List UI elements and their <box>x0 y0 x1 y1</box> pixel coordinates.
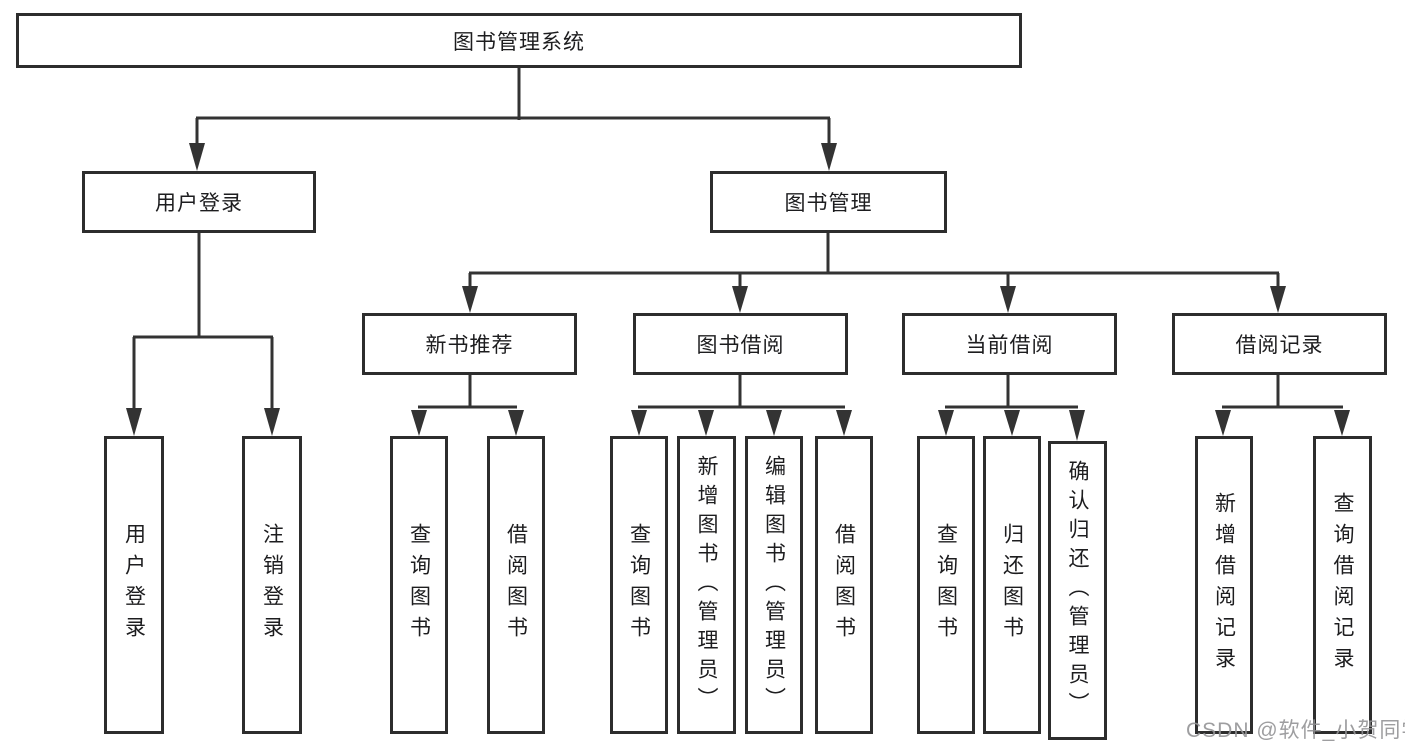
leaf-logout: 注销登录 <box>242 436 302 734</box>
node-book-management: 图书管理 <box>710 171 947 233</box>
leaf-add-books-admin-label: 新增图书（管理员） <box>695 454 718 716</box>
connector-book-borrowing-to-leaves <box>631 375 852 436</box>
leaf-borrow-books-2: 借阅图书 <box>815 436 873 734</box>
leaf-add-borrow-record-label: 新增借阅记录 <box>1212 492 1236 678</box>
leaf-edit-books-admin: 编辑图书（管理员） <box>745 436 803 734</box>
leaf-query-books-1: 查询图书 <box>390 436 448 734</box>
node-book-borrowing: 图书借阅 <box>633 313 848 375</box>
leaf-confirm-return-admin: 确认归还（管理员） <box>1048 441 1107 740</box>
node-borrowing-records: 借阅记录 <box>1172 313 1387 375</box>
leaf-borrow-books-1: 借阅图书 <box>487 436 545 734</box>
connector-borrowing-records-to-leaves <box>1215 375 1350 436</box>
leaf-user-login: 用户登录 <box>104 436 164 734</box>
leaf-logout-label: 注销登录 <box>260 523 284 647</box>
leaf-edit-books-admin-label: 编辑图书（管理员） <box>762 454 786 716</box>
connector-user-login-to-leaves <box>126 233 280 436</box>
connector-current-borrowing-to-leaves <box>938 375 1085 441</box>
leaf-return-books-label: 归还图书 <box>1000 523 1024 647</box>
leaf-query-books-2-label: 查询图书 <box>627 523 651 647</box>
node-root: 图书管理系统 <box>16 13 1022 68</box>
leaf-query-borrow-record-label: 查询借阅记录 <box>1331 492 1354 678</box>
node-user-login-label: 用户登录 <box>155 192 243 215</box>
leaf-query-borrow-record: 查询借阅记录 <box>1313 436 1372 734</box>
leaf-query-books-3: 查询图书 <box>917 436 975 734</box>
node-borrowing-records-label: 借阅记录 <box>1235 334 1324 357</box>
connector-new-book-recommend-to-leaves <box>411 375 524 436</box>
node-book-borrowing-label: 图书借阅 <box>696 334 785 357</box>
node-current-borrowing: 当前借阅 <box>902 313 1117 375</box>
connector-root-to-level2 <box>189 68 837 171</box>
leaf-query-books-1-label: 查询图书 <box>407 523 431 647</box>
leaf-add-borrow-record: 新增借阅记录 <box>1195 436 1253 734</box>
node-root-label: 图书管理系统 <box>453 30 585 54</box>
csdn-watermark: CSDN @软件_小贺同学 <box>1186 719 1405 742</box>
leaf-borrow-books-1-label: 借阅图书 <box>504 523 528 647</box>
node-book-management-label: 图书管理 <box>784 192 873 215</box>
leaf-borrow-books-2-label: 借阅图书 <box>832 523 856 647</box>
leaf-user-login-label: 用户登录 <box>122 523 146 647</box>
node-new-book-recommend-label: 新书推荐 <box>425 334 514 357</box>
node-current-borrowing-label: 当前借阅 <box>965 334 1054 357</box>
node-user-login: 用户登录 <box>82 171 316 233</box>
connector-book-management-to-level3 <box>462 233 1286 313</box>
leaf-query-books-3-label: 查询图书 <box>934 523 958 647</box>
leaf-add-books-admin: 新增图书（管理员） <box>677 436 736 734</box>
leaf-return-books: 归还图书 <box>983 436 1041 734</box>
leaf-query-books-2: 查询图书 <box>610 436 668 734</box>
leaf-confirm-return-admin-label: 确认归还（管理员） <box>1066 460 1089 721</box>
node-new-book-recommend: 新书推荐 <box>362 313 577 375</box>
